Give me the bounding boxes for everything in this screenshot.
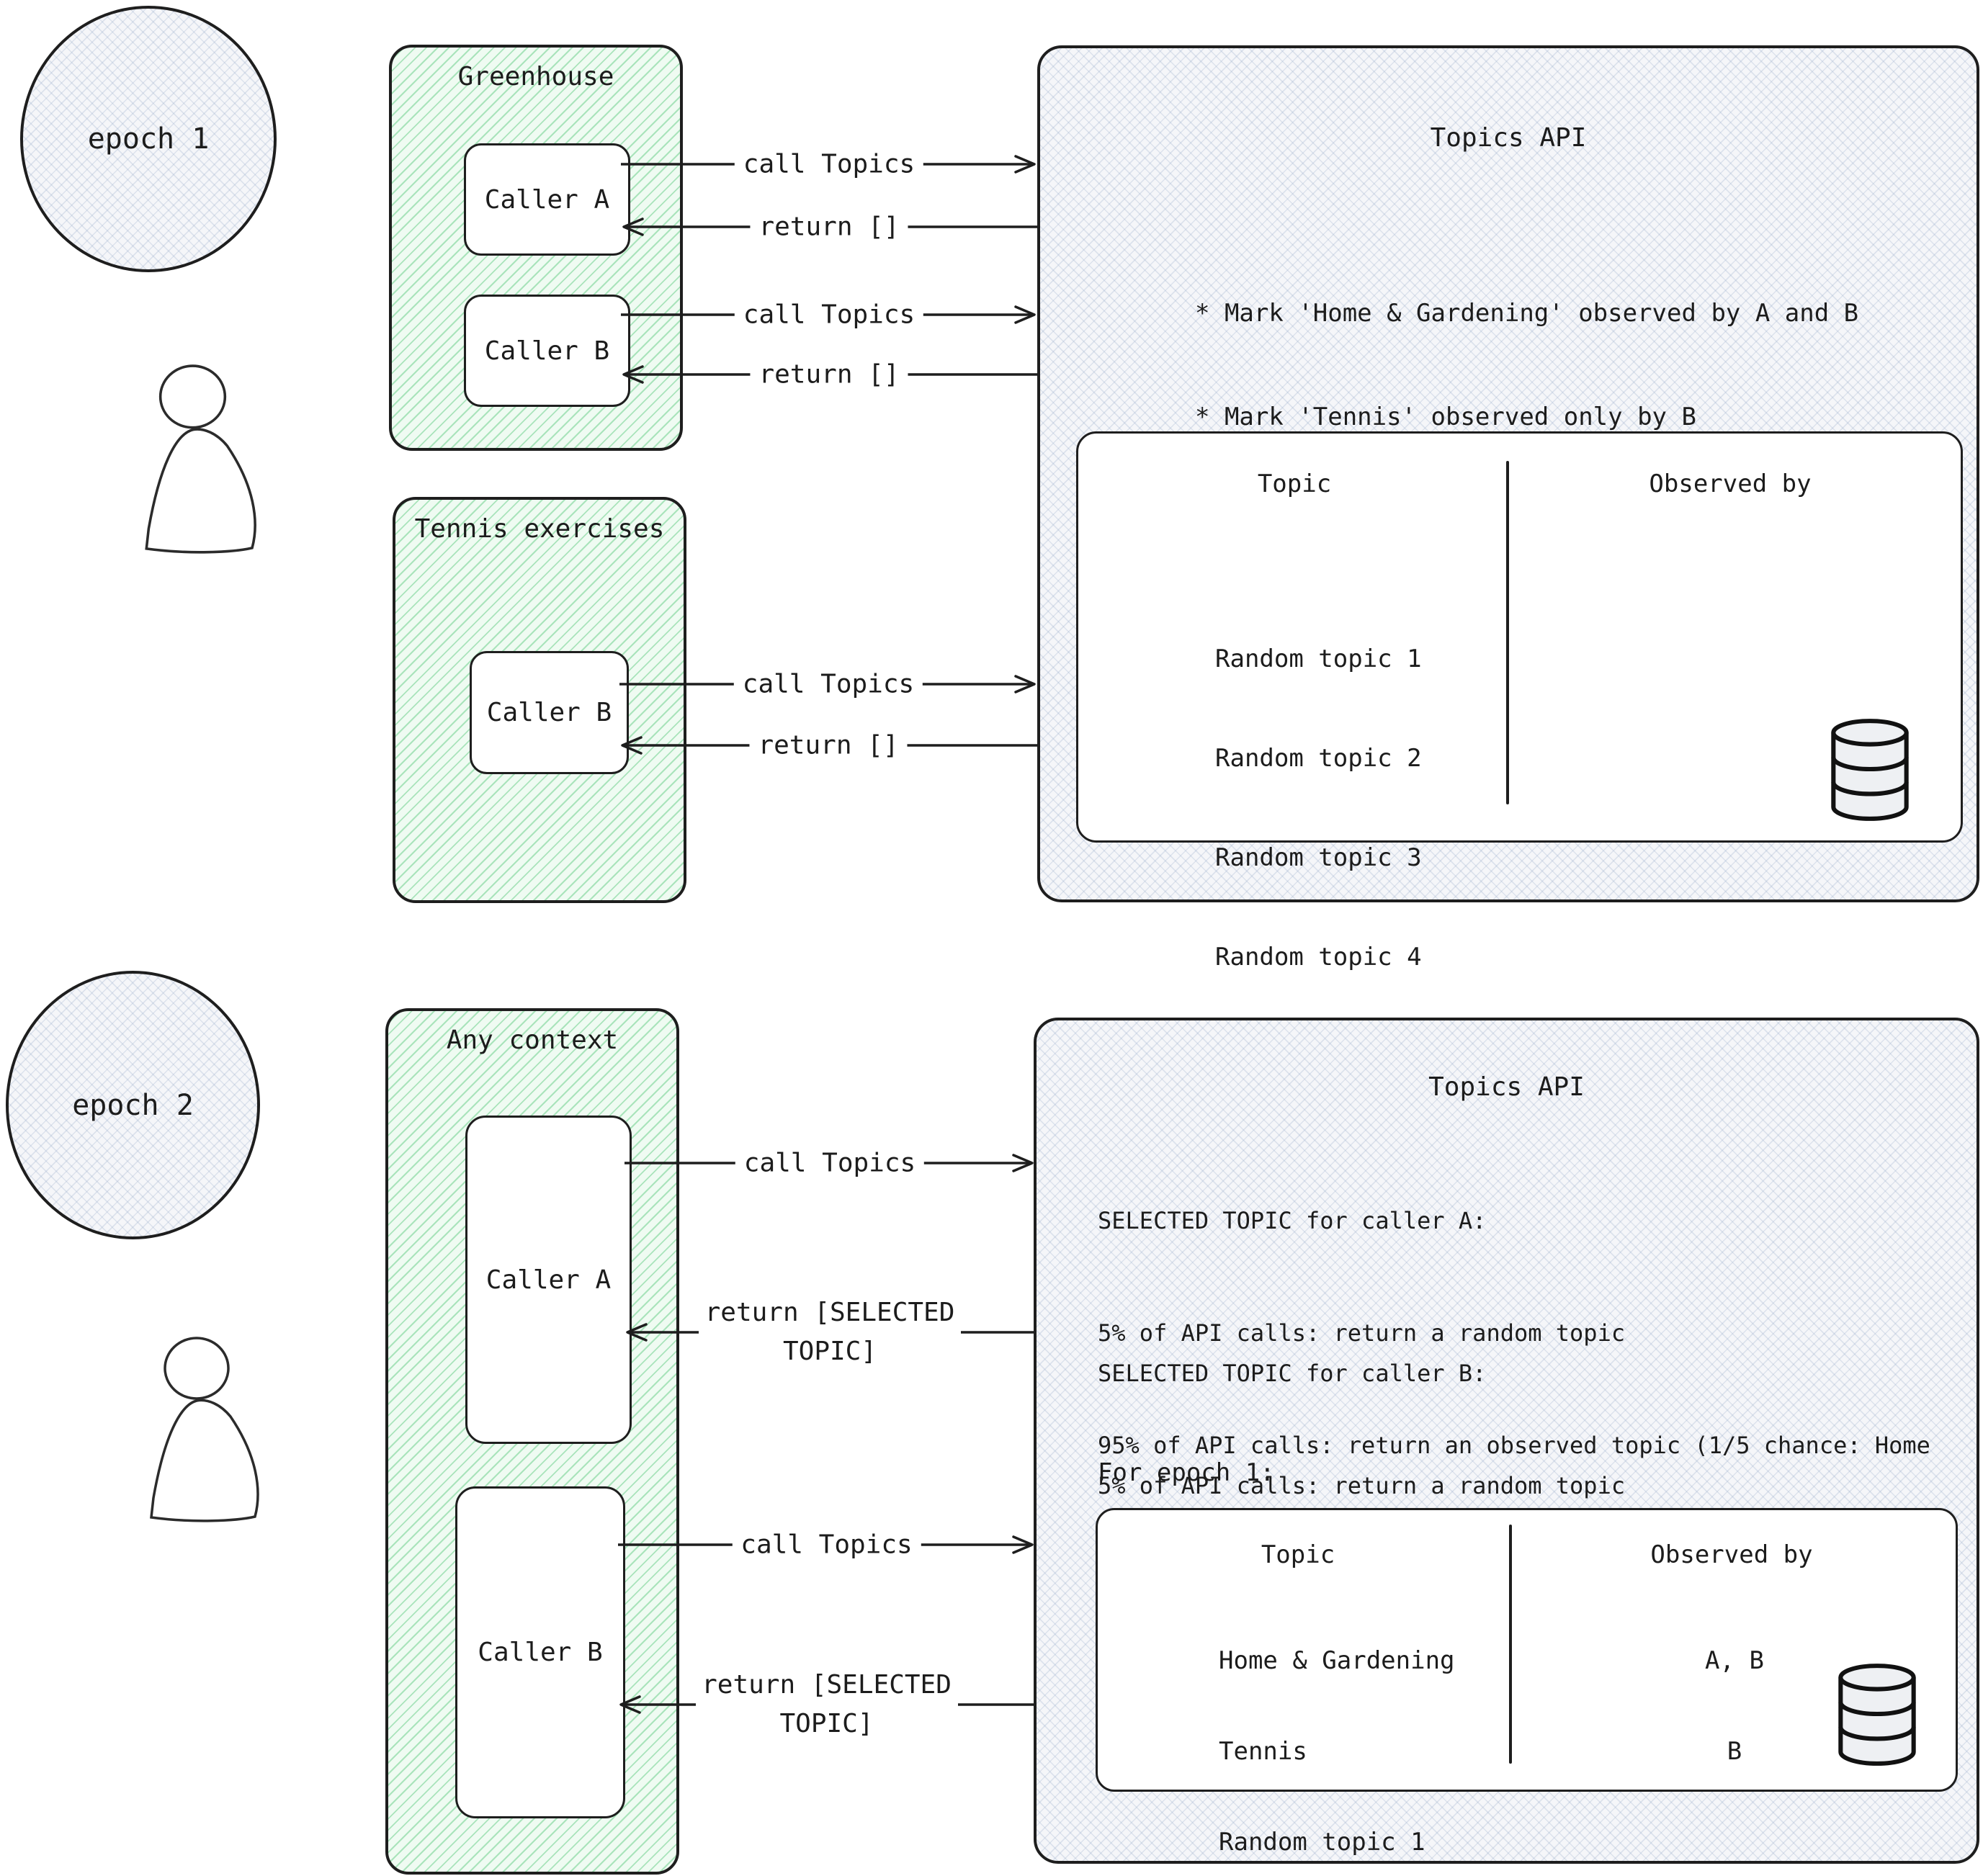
bullet-home-gardening: * Mark 'Home & Gardening' observed by A … [1195,299,1859,328]
epoch-2-circle: epoch 2 [6,971,260,1239]
greenhouse-box: Greenhouse Caller A Caller B [389,45,683,451]
tennis-caller-b-label: Caller B [486,698,612,727]
person-icon [150,1337,259,1522]
arrow-caller-a-return: return [SELECTED TOPIC] [625,1293,1035,1371]
arrow-label-return-selected-topic: return [SELECTED TOPIC] [699,1293,961,1371]
any-context-title: Any context [446,1025,619,1055]
epoch-1-circle: epoch 1 [20,6,277,272]
arrow-caller-b-call: call Topics [621,300,1037,330]
arrow-label-call-topics: call Topics [733,669,923,699]
arrow-label-return-empty: return [] [750,359,908,390]
col-header-observed-by: Observed by [1650,1540,1813,1569]
col-header-topic: Topic [1257,470,1332,498]
epoch-1-label: epoch 1 [87,122,210,156]
text-line: 95% of API calls: return an observed top… [1098,1432,1930,1459]
arrow-label-call-topics: call Topics [734,300,924,330]
any-context-box: Any context Caller A Caller B [385,1008,679,1875]
arrow-caller-a-return: return [] [621,212,1037,242]
caller-a-box: Caller A [464,143,630,256]
topics-table-epoch1: Topic Observed by Random topic 1 Random … [1076,431,1963,1071]
topics-table-epoch2: Topic Observed by Home & Gardening Tenni… [1096,1508,1958,1857]
arrow-tennis-b-call: call Topics [619,669,1037,699]
arrow-label-return-empty: return [] [750,212,908,242]
arrow-label-return-selected-topic: return [SELECTED TOPIC] [695,1666,958,1743]
table-row: Random topic 2 [1215,744,1422,773]
arrow-caller-a-call: call Topics [621,149,1037,179]
table-row: Random topic 3 [1215,843,1422,872]
table-divider [1509,1525,1512,1764]
caller-b-box: Caller B [464,295,630,407]
col-header-observed-by: Observed by [1649,470,1812,498]
tennis-caller-b-box: Caller B [470,651,629,774]
arrow-caller-b-call: call Topics [618,1530,1035,1560]
arrow-label-return-empty: return [] [749,730,908,760]
api-mark-bullets: * Mark 'Home & Gardening' observed by A … [1195,227,1858,503]
text-line: SELECTED TOPIC for caller B: [1098,1360,1487,1387]
caller-a-label: Caller A [484,184,610,215]
arrow-tennis-b-return: return [] [619,730,1037,760]
arrow-label-call-topics: call Topics [735,1148,925,1178]
text-line: 5% of API calls: return a random topic [1098,1319,1626,1347]
bullet-tennis: * Mark 'Tennis' observed only by B [1195,403,1696,431]
text-line: SELECTED TOPIC for caller A: [1098,1207,1487,1234]
table-row: Home & Gardening [1219,1646,1455,1675]
topics-api-box-epoch1: Topics API * Mark 'Home & Gardening' obs… [1037,45,1979,1071]
arrow-label-call-topics: call Topics [734,149,924,179]
arrow-caller-a-call: call Topics [625,1148,1035,1178]
for-epoch-1-label: For epoch 1: [1098,1458,1275,1487]
database-icon [1838,1664,1916,1766]
topic-rows: Home & Gardening Tennis Random topic 1 R… [1219,1585,1455,1876]
col-header-topic: Topic [1261,1540,1335,1569]
tennis-title: Tennis exercises [414,514,665,544]
arrow-caller-b-return: return [] [621,359,1037,390]
person-icon [145,364,256,554]
tennis-exercises-box: Tennis exercises Caller B [393,497,686,903]
arrow-label-call-topics: call Topics [732,1530,921,1560]
selected-topic-caller-a-block: SELECTED TOPIC for caller A: 5% of API c… [1098,1127,1930,1651]
arrow-caller-b-return: return [SELECTED TOPIC] [618,1666,1035,1743]
topics-api-box-epoch2: Topics API SELECTED TOPIC for caller A: … [1034,1018,1979,1864]
text-line: 5% of API calls: return a random topic [1098,1472,1626,1499]
table-cell-observed: B [1727,1737,1742,1766]
topics-api-title: Topics API [1428,1072,1585,1102]
table-row: Tennis [1219,1737,1307,1766]
caller-a-box: Caller A [465,1116,632,1444]
database-icon [1831,719,1909,821]
table-row: Random topic 1 [1219,1828,1425,1857]
greenhouse-title: Greenhouse [457,62,614,91]
table-divider [1506,461,1509,804]
caller-b-label: Caller B [478,1638,603,1667]
table-cell-observed: A, B [1705,1646,1764,1675]
topics-api-title: Topics API [1430,123,1587,153]
caller-b-box: Caller B [455,1486,625,1818]
table-row: Random topic 1 [1215,645,1422,673]
table-row: Random topic 4 [1215,943,1422,971]
epoch-2-label: epoch 2 [72,1088,194,1122]
caller-b-label: Caller B [484,336,610,366]
observed-by-rows: A, B B [1512,1585,1957,1827]
caller-a-label: Caller A [485,1265,612,1295]
